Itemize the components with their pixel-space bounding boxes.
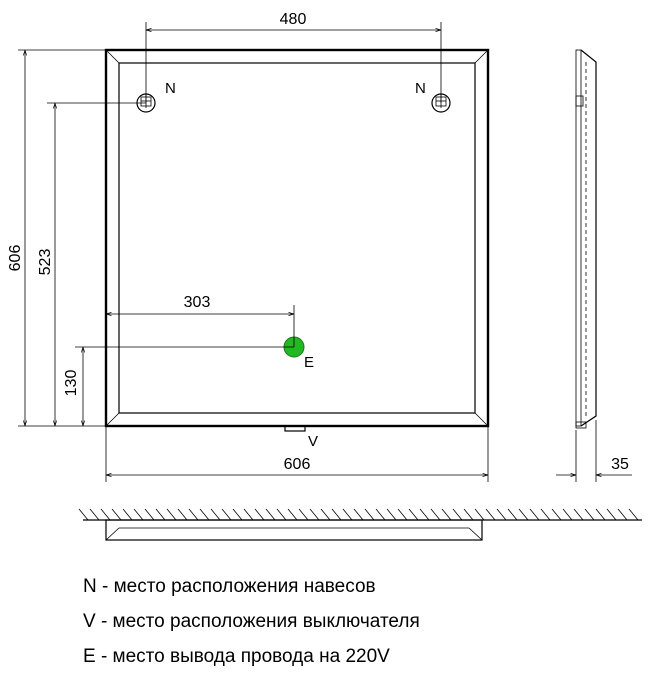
dim-480-text: 480 xyxy=(280,11,307,28)
outlet-label: E xyxy=(304,354,314,371)
legend-item-outlet: E - место вывода провода на 220V xyxy=(83,646,390,667)
dimension-total-height: 606 xyxy=(7,49,106,427)
frame-corner-br xyxy=(474,412,489,427)
dimension-hook-height: 523 xyxy=(37,102,146,426)
legend: N - место расположения навесов V - место… xyxy=(83,576,420,667)
switch-icon xyxy=(284,425,306,432)
frame-corner-tl xyxy=(105,49,120,64)
side-switch-icon xyxy=(575,421,587,429)
dim-130-text: 130 xyxy=(63,370,80,397)
mirror-inner-frame xyxy=(118,62,476,414)
wall-hatching xyxy=(78,508,639,521)
dimension-depth: 35 xyxy=(556,420,632,482)
dim-523-text: 523 xyxy=(37,249,54,276)
dim-35-text: 35 xyxy=(611,456,629,473)
wall-top-view xyxy=(78,508,642,541)
dim-606-height-text: 606 xyxy=(7,245,24,272)
dimension-outlet-horizontal: 303 xyxy=(106,294,295,347)
mirror-outer-frame xyxy=(104,48,490,428)
switch-label: V xyxy=(308,433,318,450)
legend-item-switch: V - место расположения выключателя xyxy=(83,611,420,632)
legend-item-hooks: N - место расположения навесов xyxy=(83,576,376,597)
mirror-top-view xyxy=(105,519,483,541)
mirror-front-view xyxy=(104,48,490,428)
dimension-outlet-height: 130 xyxy=(63,346,294,426)
frame-corner-bl xyxy=(105,412,120,427)
dimension-hooks-distance: 480 xyxy=(145,11,442,103)
dimension-total-width: 606 xyxy=(105,426,489,482)
frame-corner-tr xyxy=(474,49,489,64)
dim-606-width-text: 606 xyxy=(284,456,311,473)
dim-303-text: 303 xyxy=(184,294,211,311)
mirror-side-view xyxy=(575,49,597,429)
side-hook-icon xyxy=(575,95,584,107)
hook-right-label: N xyxy=(415,80,426,97)
hook-left-label: N xyxy=(165,80,176,97)
